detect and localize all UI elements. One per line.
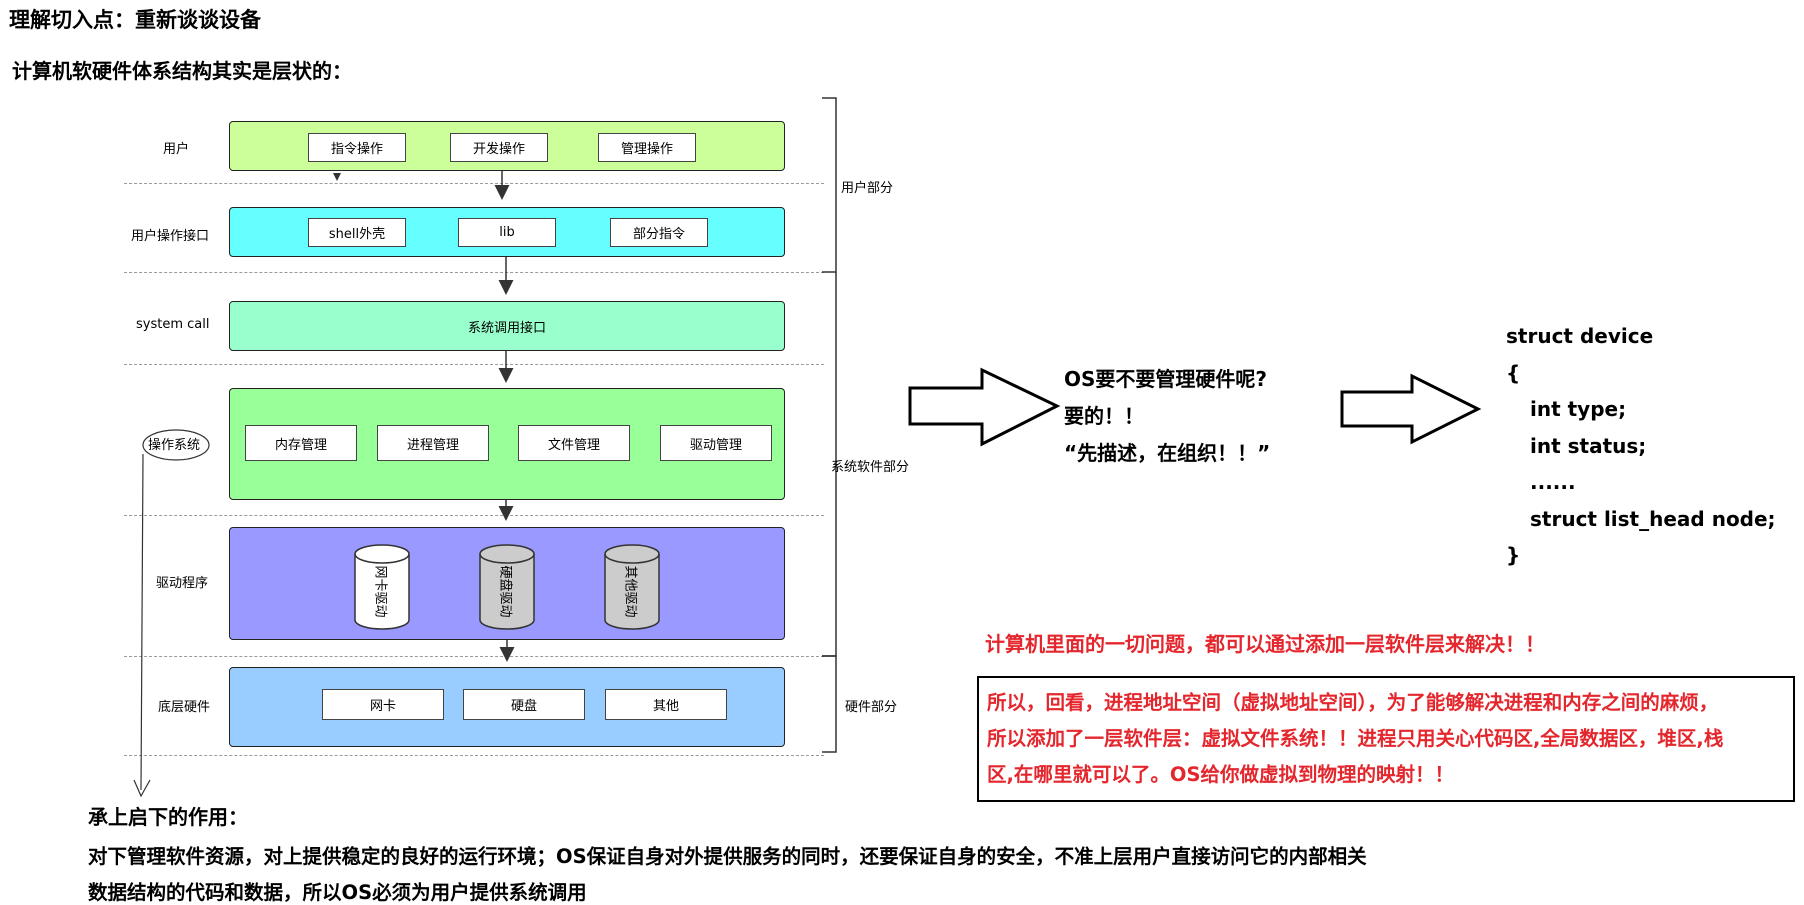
separator-2 <box>124 272 824 273</box>
cylinder-icon <box>354 544 410 630</box>
driver-other: 其他驱动 <box>603 544 661 630</box>
label-interface: 用户操作接口 <box>131 229 210 244</box>
code-line: struct list_head node; <box>1530 506 1776 531</box>
brackets <box>822 97 837 753</box>
box-command-op: 指令操作 <box>308 133 406 162</box>
struct-device-code: struct device { int type; int status; ..… <box>1506 318 1776 574</box>
separator-6 <box>124 755 824 756</box>
bottom-line-2: 数据结构的代码和数据，所以OS必须为用户提供系统调用 <box>88 881 587 904</box>
code-line: int type; <box>1530 397 1627 421</box>
separator-1 <box>124 183 824 184</box>
code-line: { <box>1506 360 1521 385</box>
layer-os: 内存管理 进程管理 文件管理 驱动管理 <box>229 388 785 500</box>
layer-interface: shell外壳 lib 部分指令 <box>229 207 785 257</box>
code-line: } <box>1506 543 1521 567</box>
box-lib: lib <box>458 218 556 247</box>
separator-5 <box>124 656 824 657</box>
os-question-line: OS要不要管理硬件呢? <box>1064 367 1268 391</box>
cylinder-icon <box>479 544 535 630</box>
box-partial-cmd: 部分指令 <box>610 218 708 247</box>
box-disk: 硬盘 <box>463 689 585 720</box>
driver-nic: 网卡驱动 <box>353 544 411 630</box>
label-syscall: system call <box>136 317 210 332</box>
red-box-line: 区,在哪里就可以了。OS给你做虚拟到物理的映射！！ <box>987 763 1455 786</box>
box-nic: 网卡 <box>322 689 444 720</box>
layer-hardware: 网卡 硬盘 其他 <box>229 667 785 747</box>
page-title: 理解切入点：重新谈谈设备 <box>9 8 261 32</box>
box-dev-op: 开发操作 <box>450 133 548 162</box>
code-line: int status; <box>1530 433 1647 458</box>
flow-arrows <box>494 171 515 662</box>
label-user: 用户 <box>163 142 190 157</box>
hollow-arrow-1 <box>908 367 1061 447</box>
box-other: 其他 <box>605 689 727 720</box>
separator-4 <box>124 515 824 516</box>
red-note: 计算机里面的一切问题，都可以通过添加一层软件层来解决！！ <box>985 632 1545 656</box>
separator-3 <box>124 364 824 365</box>
red-box-line: 所以，回看，进程地址空间（虚拟地址空间），为了能够解决进程和内存之间的麻烦， <box>987 691 1719 714</box>
bottom-line-1: 对下管理软件资源，对上提供稳定的良好的运行环境；OS保证自身对外提供服务的同时，… <box>88 845 1367 868</box>
code-line: struct device <box>1506 324 1654 348</box>
layer-driver: 网卡驱动 硬盘驱动 其他驱动 <box>229 527 785 640</box>
box-memory-mgmt: 内存管理 <box>245 425 357 461</box>
os-label-circle <box>142 429 210 461</box>
red-box-line: 所以添加了一层软件层：虚拟文件系统！！进程只用关心代码区,全局数据区，堆区,栈 <box>987 727 1724 750</box>
box-file-mgmt: 文件管理 <box>518 425 630 461</box>
box-shell: shell外壳 <box>308 218 406 247</box>
box-driver-mgmt: 驱动管理 <box>660 425 772 461</box>
driver-disk: 硬盘驱动 <box>478 544 536 630</box>
os-question: OS要不要管理硬件呢? 要的！！ “先描述，在组织！！” <box>1064 361 1270 472</box>
layer-user: 指令操作 开发操作 管理操作 <box>229 121 785 171</box>
page-subtitle: 计算机软硬件体系结构其实是层状的： <box>12 59 352 83</box>
bracket-system-part: 系统软件部分 <box>831 460 910 475</box>
bottom-title: 承上启下的作用： <box>88 805 248 829</box>
layer-syscall: 系统调用接口 <box>229 301 785 351</box>
red-box: 所以，回看，进程地址空间（虚拟地址空间），为了能够解决进程和内存之间的麻烦， 所… <box>977 676 1795 802</box>
label-hardware: 底层硬件 <box>158 700 211 715</box>
hollow-arrow-2 <box>1340 373 1482 445</box>
label-os: 操作系统 <box>148 438 201 453</box>
box-process-mgmt: 进程管理 <box>377 425 489 461</box>
label-driver: 驱动程序 <box>156 576 209 591</box>
code-line: ...... <box>1530 470 1576 494</box>
cylinder-icon <box>604 544 660 630</box>
box-admin-op: 管理操作 <box>598 133 696 162</box>
bracket-user-part: 用户部分 <box>841 181 894 196</box>
os-question-line: “先描述，在组织！！” <box>1064 441 1271 465</box>
os-question-line: 要的！！ <box>1064 404 1144 428</box>
bracket-hardware-part: 硬件部分 <box>845 700 898 715</box>
